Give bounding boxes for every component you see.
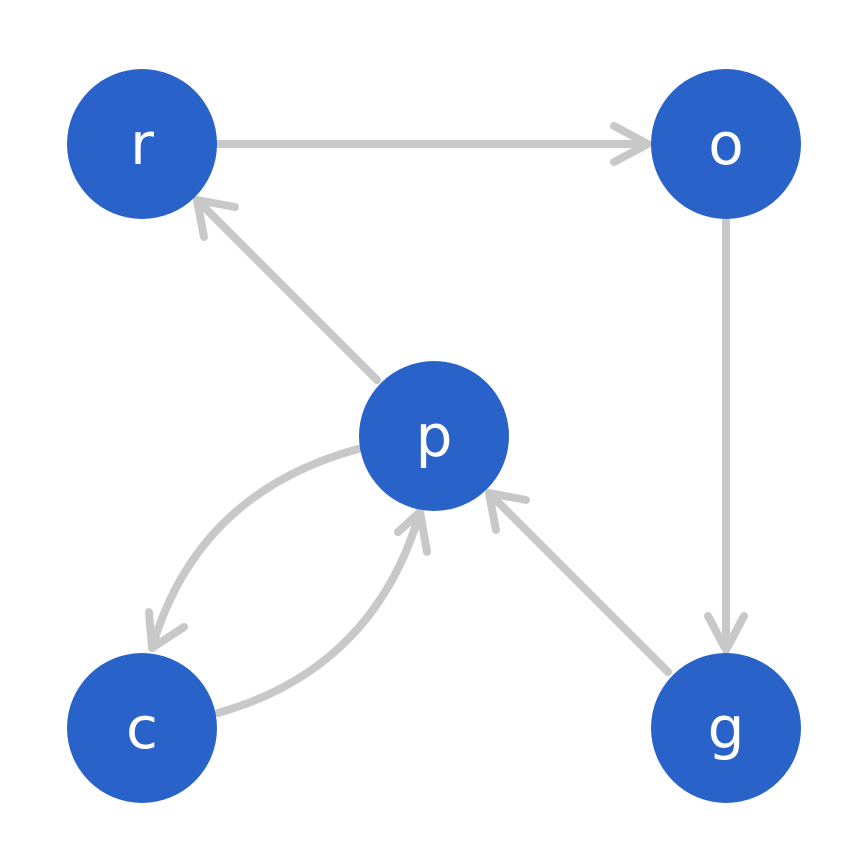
node-r-label: r xyxy=(130,110,154,178)
edges xyxy=(145,122,748,717)
edge-p-to-r xyxy=(193,196,381,384)
edge-g-to-p xyxy=(485,489,672,676)
edge-c-to-p xyxy=(214,508,431,717)
nodes: r o p c g xyxy=(67,69,801,803)
node-g[interactable]: g xyxy=(651,653,801,803)
edge-o-to-g xyxy=(704,215,748,654)
edge-r-to-o xyxy=(213,122,652,166)
node-p[interactable]: p xyxy=(359,361,509,511)
node-p-label: p xyxy=(416,402,453,470)
edge-p-to-c xyxy=(145,445,362,652)
node-r[interactable]: r xyxy=(67,69,217,219)
node-g-label: g xyxy=(708,694,745,762)
node-o[interactable]: o xyxy=(651,69,801,219)
node-o-label: o xyxy=(708,110,744,178)
node-c-label: c xyxy=(126,694,158,762)
node-c[interactable]: c xyxy=(67,653,217,803)
